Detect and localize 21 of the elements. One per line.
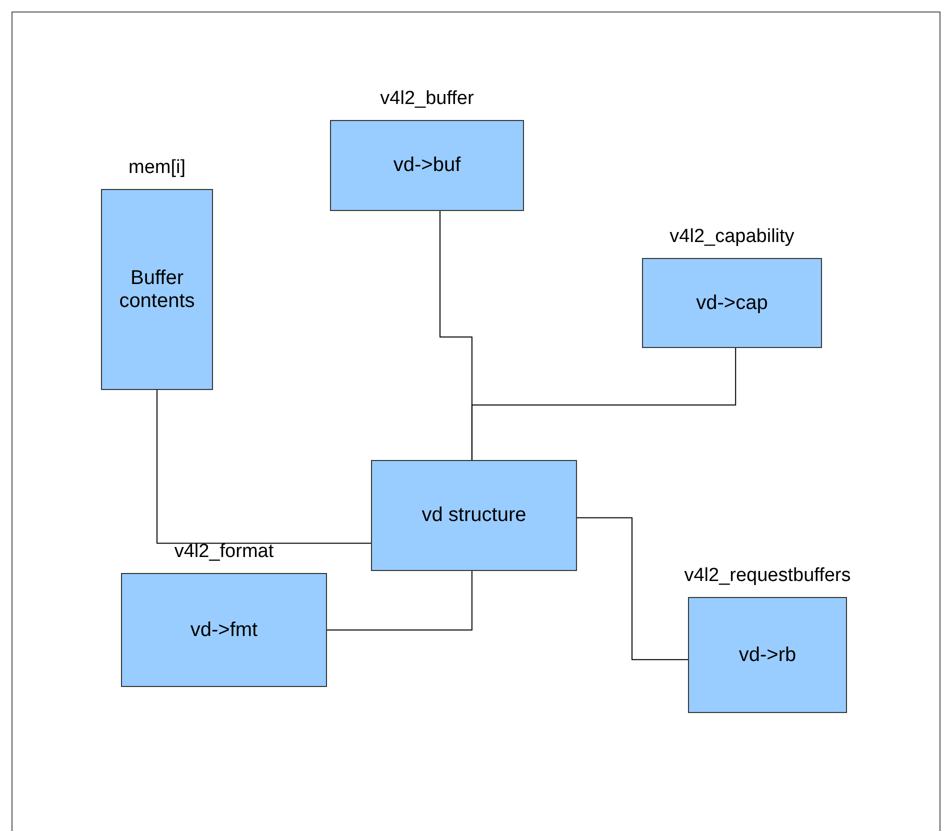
struct-type-label: v4l2_buffer: [380, 88, 474, 110]
box-label: vd structure: [420, 504, 528, 527]
struct-type-label: v4l2_capability: [670, 226, 794, 248]
box-label: vd->cap: [695, 292, 769, 314]
struct-type-label: v4l2_requestbuffers: [684, 565, 851, 587]
struct-box: [101, 189, 213, 390]
connector-line: [156, 390, 372, 544]
struct-box: [121, 573, 327, 687]
struct-box: [330, 120, 524, 211]
struct-box: [642, 258, 822, 348]
struct-box: [371, 460, 577, 571]
connector-line: [471, 348, 736, 460]
box-label: vd->rb: [738, 644, 798, 666]
struct-type-label: mem[i]: [128, 157, 186, 179]
box-label: vd->fmt: [189, 618, 259, 642]
struct-box: [688, 597, 847, 713]
connector-line: [576, 517, 688, 660]
box-label: Buffer contents: [118, 266, 196, 312]
box-label: vd->buf: [392, 154, 462, 177]
connector-line: [326, 570, 472, 630]
struct-type-label: v4l2_format: [174, 541, 274, 563]
